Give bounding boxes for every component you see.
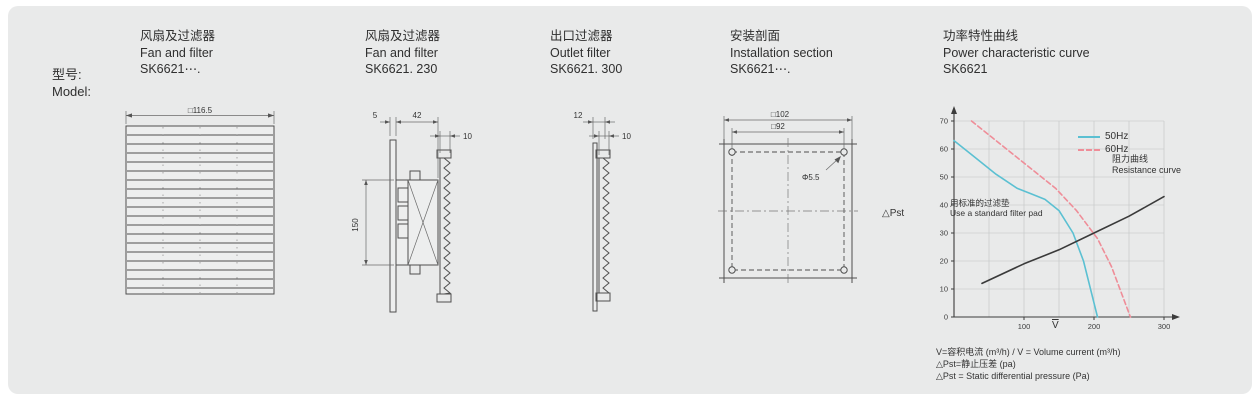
column-model: SK6621 xyxy=(943,62,988,76)
column-header-fan-filter-side: 风扇及过滤器 Fan and filter SK6621. 230 xyxy=(365,28,440,78)
footnote-volume-current: V=容积电流 (m³/h) / V = Volume current (m³/h… xyxy=(936,347,1121,357)
outlet-filter-drawing: 12 10 xyxy=(574,111,631,312)
column-model: SK6621⋯. xyxy=(140,62,201,76)
svg-text:60: 60 xyxy=(940,145,948,154)
installation-section-drawing: Φ5.5 □102 □92 xyxy=(718,110,858,284)
filter-pad-note: 用标准的过滤垫 Use a standard filter pad xyxy=(950,198,1043,218)
svg-text:300: 300 xyxy=(1158,322,1171,331)
column-header-outlet-filter: 出口过滤器 Outlet filter SK6621. 300 xyxy=(550,28,622,78)
legend-line-sample xyxy=(1078,148,1100,151)
column-header-fan-filter-front: 风扇及过滤器 Fan and filter SK6621⋯. xyxy=(140,28,215,78)
column-title-en: Outlet filter xyxy=(550,45,611,60)
resistance-curve-label-zh: 阻力曲线 xyxy=(1112,154,1149,164)
side-plate-dim-label: 5 xyxy=(373,111,378,120)
legend-item-60Hz: 60Hz xyxy=(1078,143,1128,156)
installation-hole-dim-label: Φ5.5 xyxy=(802,173,820,182)
column-title-zh: 出口过滤器 xyxy=(550,29,613,43)
installation-outer-dim-label: □102 xyxy=(771,110,790,119)
column-model: SK6621. 230 xyxy=(365,62,438,76)
svg-text:40: 40 xyxy=(940,201,948,210)
svg-text:30: 30 xyxy=(940,229,948,238)
legend-line-sample xyxy=(1078,135,1100,138)
legend-label: 50Hz xyxy=(1105,131,1129,142)
filter-pad-note-zh: 用标准的过滤垫 xyxy=(950,198,1010,208)
column-title-en: Fan and filter xyxy=(365,45,438,60)
side-grille-dim-label: 10 xyxy=(463,132,472,141)
model-label-en: Model: xyxy=(52,84,92,99)
column-title-en: Fan and filter xyxy=(140,45,213,60)
svg-text:50: 50 xyxy=(940,173,948,182)
front-width-dim-label: □116.5 xyxy=(188,106,213,115)
installation-inner-dim-label: □92 xyxy=(771,122,785,131)
svg-text:20: 20 xyxy=(940,257,948,266)
column-model: SK6621⋯. xyxy=(730,62,791,76)
resistance-curve-label: 阻力曲线 Resistance curve xyxy=(1112,154,1181,175)
column-title-zh: 风扇及过滤器 xyxy=(365,29,441,43)
resistance-curve-label-en: Resistance curve xyxy=(1112,164,1182,175)
model-label: 型号: Model: xyxy=(52,66,91,100)
column-header-power-curve: 功率特性曲线 Power characteristic curve SK6621 xyxy=(943,28,1090,78)
chart-legend: 50Hz 60Hz xyxy=(1078,130,1128,156)
column-title-en: Power characteristic curve xyxy=(943,45,1090,60)
footnote-pst-zh: △Pst=静止压差 (pa) xyxy=(936,359,1016,369)
x-axis-label: V xyxy=(1052,320,1059,331)
svg-text:70: 70 xyxy=(940,117,948,126)
side-view-drawing: 5 42 10 150 xyxy=(351,111,472,313)
svg-text:0: 0 xyxy=(944,313,948,322)
column-title-zh: 功率特性曲线 xyxy=(943,29,1019,43)
footnote-pst-en: △Pst = Static differential pressure (Pa) xyxy=(936,371,1090,381)
outlet-grille-dim-label: 10 xyxy=(622,132,631,141)
outlet-depth-dim-label: 12 xyxy=(574,111,583,120)
svg-text:100: 100 xyxy=(1018,322,1031,331)
svg-text:200: 200 xyxy=(1088,322,1101,331)
legend-label: 60Hz xyxy=(1105,144,1129,155)
column-header-installation: 安装剖面 Installation section SK6621⋯. xyxy=(730,28,833,78)
catalog-panel: 型号: Model: 风扇及过滤器 Fan and filter SK6621⋯… xyxy=(8,6,1252,394)
svg-text:10: 10 xyxy=(940,285,948,294)
y-axis-label: △Pst xyxy=(882,208,905,219)
chart-footnotes: V=容积电流 (m³/h) / V = Volume current (m³/h… xyxy=(936,346,1121,382)
column-title-en: Installation section xyxy=(730,45,833,60)
side-height-dim-label: 150 xyxy=(351,218,360,232)
column-model: SK6621. 300 xyxy=(550,62,623,76)
column-title-zh: 安装剖面 xyxy=(730,29,781,43)
filter-pad-note-en: Use a standard filter pad xyxy=(950,208,1043,218)
side-depth-dim-label: 42 xyxy=(413,111,422,120)
legend-item-50Hz: 50Hz xyxy=(1078,130,1128,143)
column-title-zh: 风扇及过滤器 xyxy=(140,29,216,43)
front-view-drawing: □116.5 xyxy=(125,106,275,295)
power-curve-chart: 0 10 20 30 40 50 60 70 100 200 300 xyxy=(940,106,1180,331)
model-label-zh: 型号: xyxy=(52,67,82,82)
